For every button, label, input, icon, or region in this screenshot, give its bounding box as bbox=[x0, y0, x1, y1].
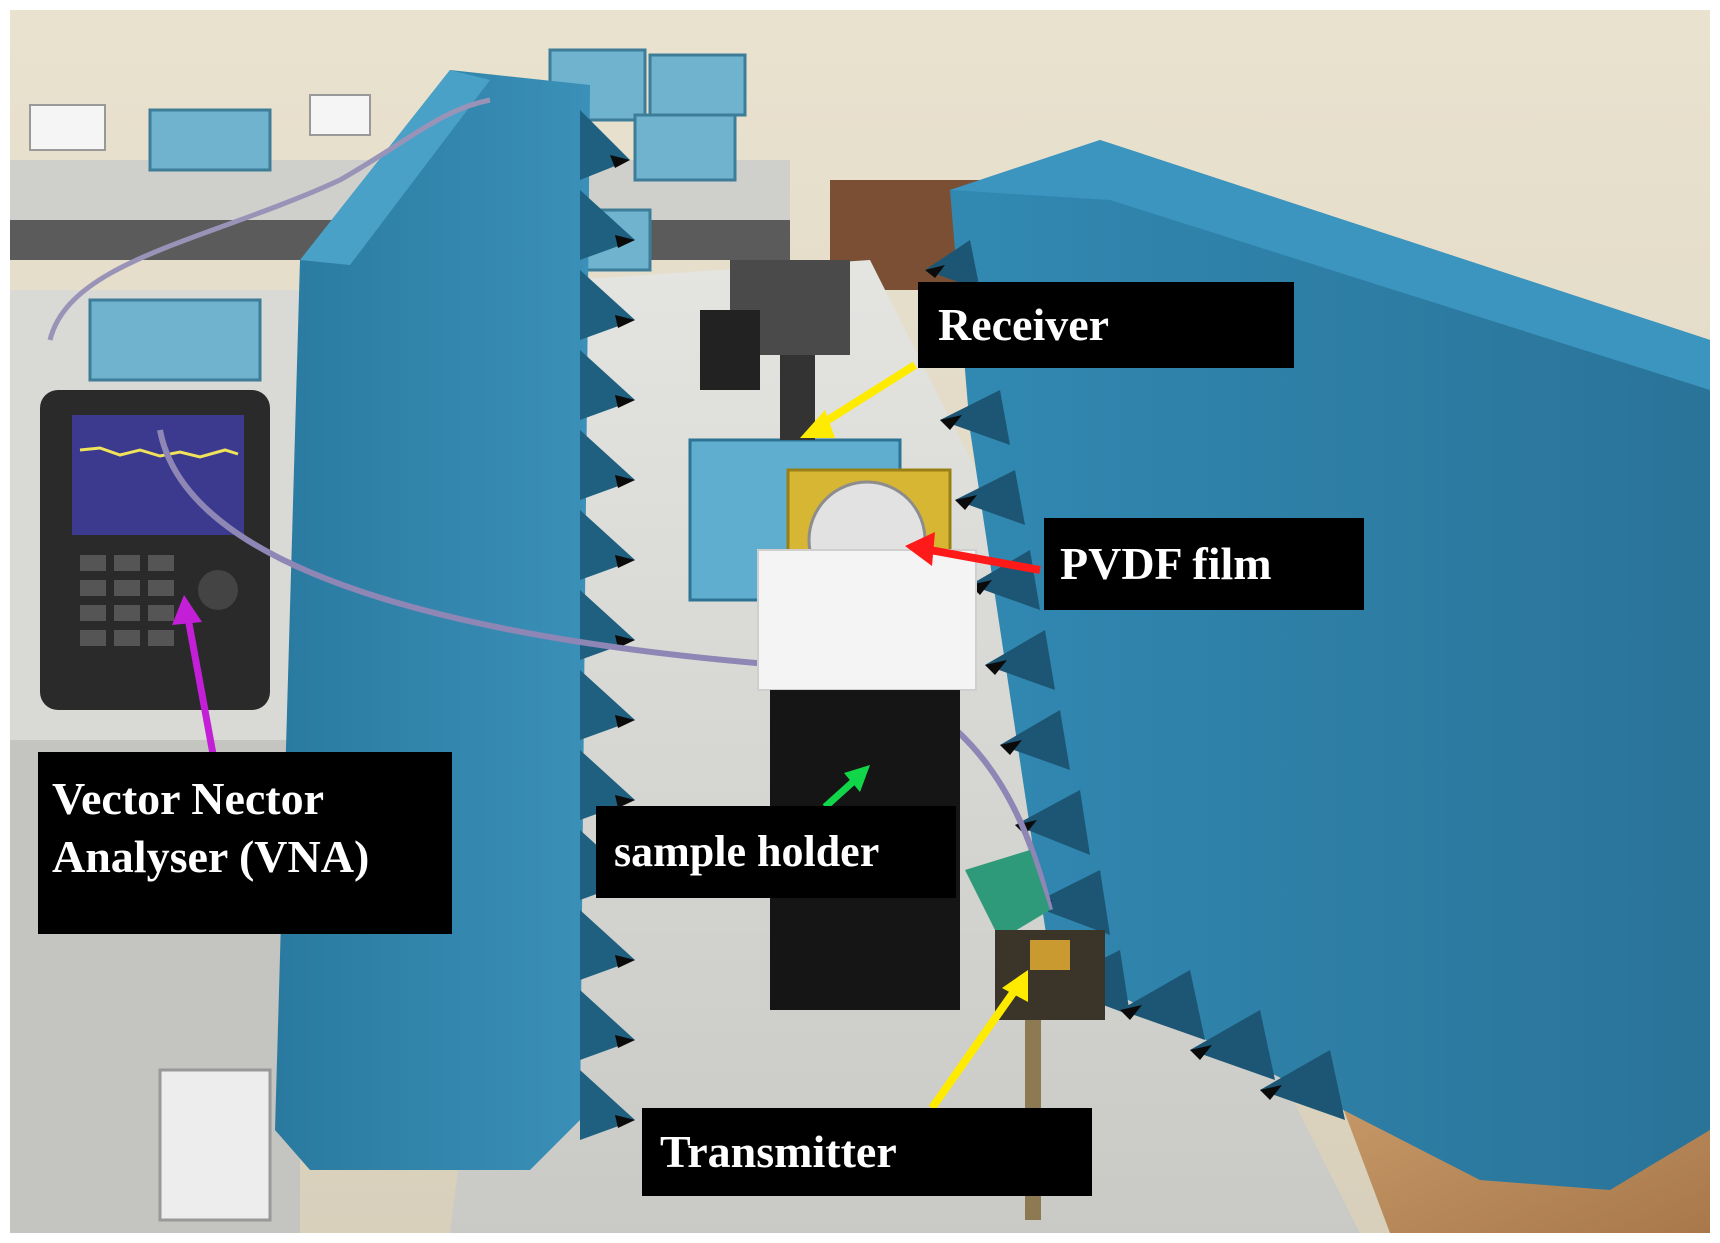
transmitter-label-text: Transmitter bbox=[660, 1126, 897, 1177]
sample-holder-label: sample holder bbox=[596, 806, 956, 898]
pvdf-film-label: PVDF film bbox=[1044, 518, 1364, 610]
receiver-label-text: Receiver bbox=[938, 299, 1110, 350]
receiver-arrow bbox=[800, 361, 918, 438]
sample-holder-label-text: sample holder bbox=[614, 827, 880, 876]
vna-instrument bbox=[40, 390, 270, 710]
pvdf-arrow bbox=[905, 532, 1041, 574]
sample-holder bbox=[757, 549, 977, 1010]
rf-cable bbox=[157, 429, 1053, 911]
right-absorber bbox=[925, 140, 1710, 1190]
receiver-label: Receiver bbox=[918, 282, 1294, 368]
vna-arrow bbox=[172, 595, 219, 766]
vna-label-line1: Vector Nector bbox=[52, 773, 325, 824]
vna-label: Vector Nector Analyser (VNA) bbox=[38, 752, 452, 934]
sample-arrow bbox=[822, 765, 870, 810]
transmitter-arrow bbox=[928, 970, 1028, 1111]
pvdf-film-label-text: PVDF film bbox=[1060, 538, 1272, 589]
lab-photo bbox=[10, 10, 1710, 1233]
transmitter-label: Transmitter bbox=[642, 1108, 1092, 1196]
vna-label-line2: Analyser (VNA) bbox=[52, 831, 370, 882]
